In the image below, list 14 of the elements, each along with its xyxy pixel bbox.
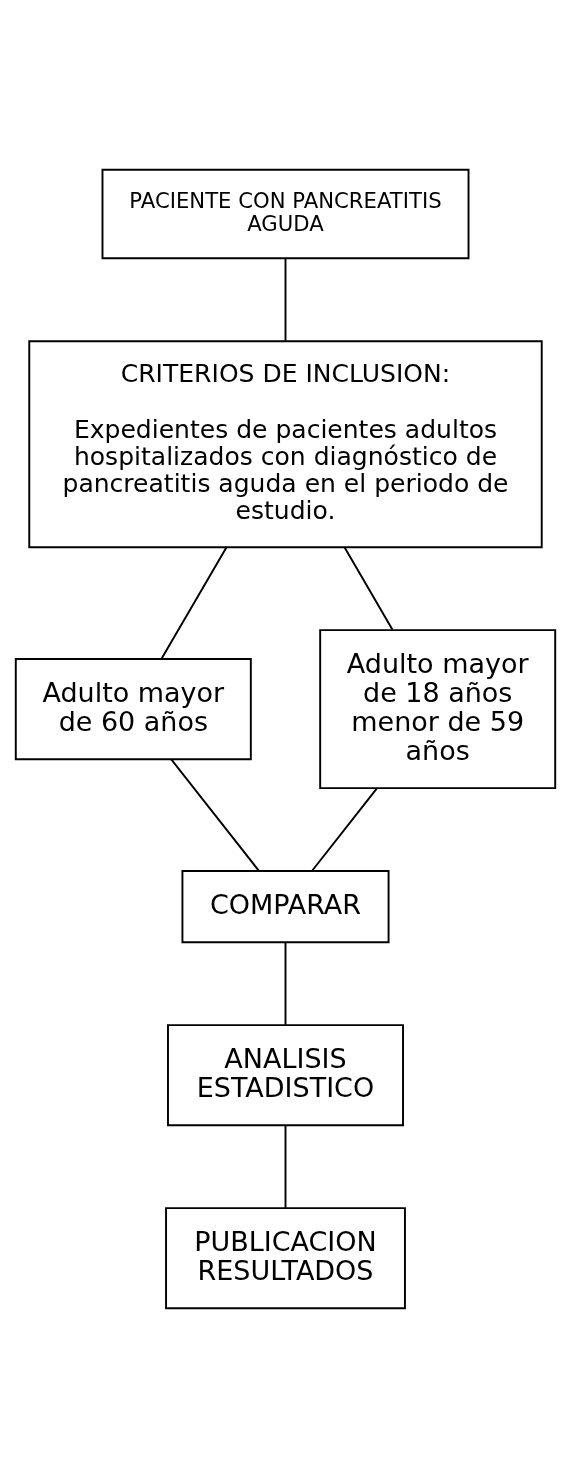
connector (284, 1124, 287, 1209)
connector (284, 941, 287, 1026)
node-box: CRITERIOS DE INCLUSION: Expedientes de pacientes adultos hospitalizados con diagnóstico de pancreatitis aguda en el periodo de estudio. (28, 339, 543, 548)
connector (311, 786, 379, 872)
node-box: PACIENTE CON PANCREATITIS AGUDA (101, 168, 470, 259)
connector (160, 546, 228, 660)
node-box: COMPARAR (181, 869, 390, 943)
node-box: ANALISIS ESTADISTICO (167, 1023, 404, 1126)
connector (343, 546, 394, 631)
node-box: PUBLICACION RESULTADOS (165, 1206, 406, 1309)
connector (170, 757, 260, 872)
node-box: Adulto mayor de 18 años menor de 59 años (319, 628, 557, 789)
node-box: Adulto mayor de 60 años (14, 657, 252, 760)
connector (284, 257, 287, 342)
